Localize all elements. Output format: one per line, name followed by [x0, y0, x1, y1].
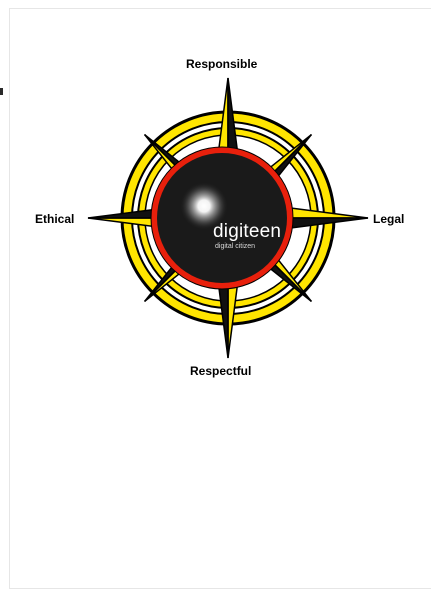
label-north: Responsible: [186, 57, 258, 71]
label-west: Ethical: [35, 212, 75, 226]
edge-mark: [0, 88, 3, 95]
label-east: Legal: [373, 212, 405, 226]
brand-subtitle: digital citizen: [215, 243, 256, 250]
label-south: Respectful: [190, 364, 252, 378]
brand-title: digiteen: [213, 221, 282, 242]
center-glow: [180, 182, 228, 230]
